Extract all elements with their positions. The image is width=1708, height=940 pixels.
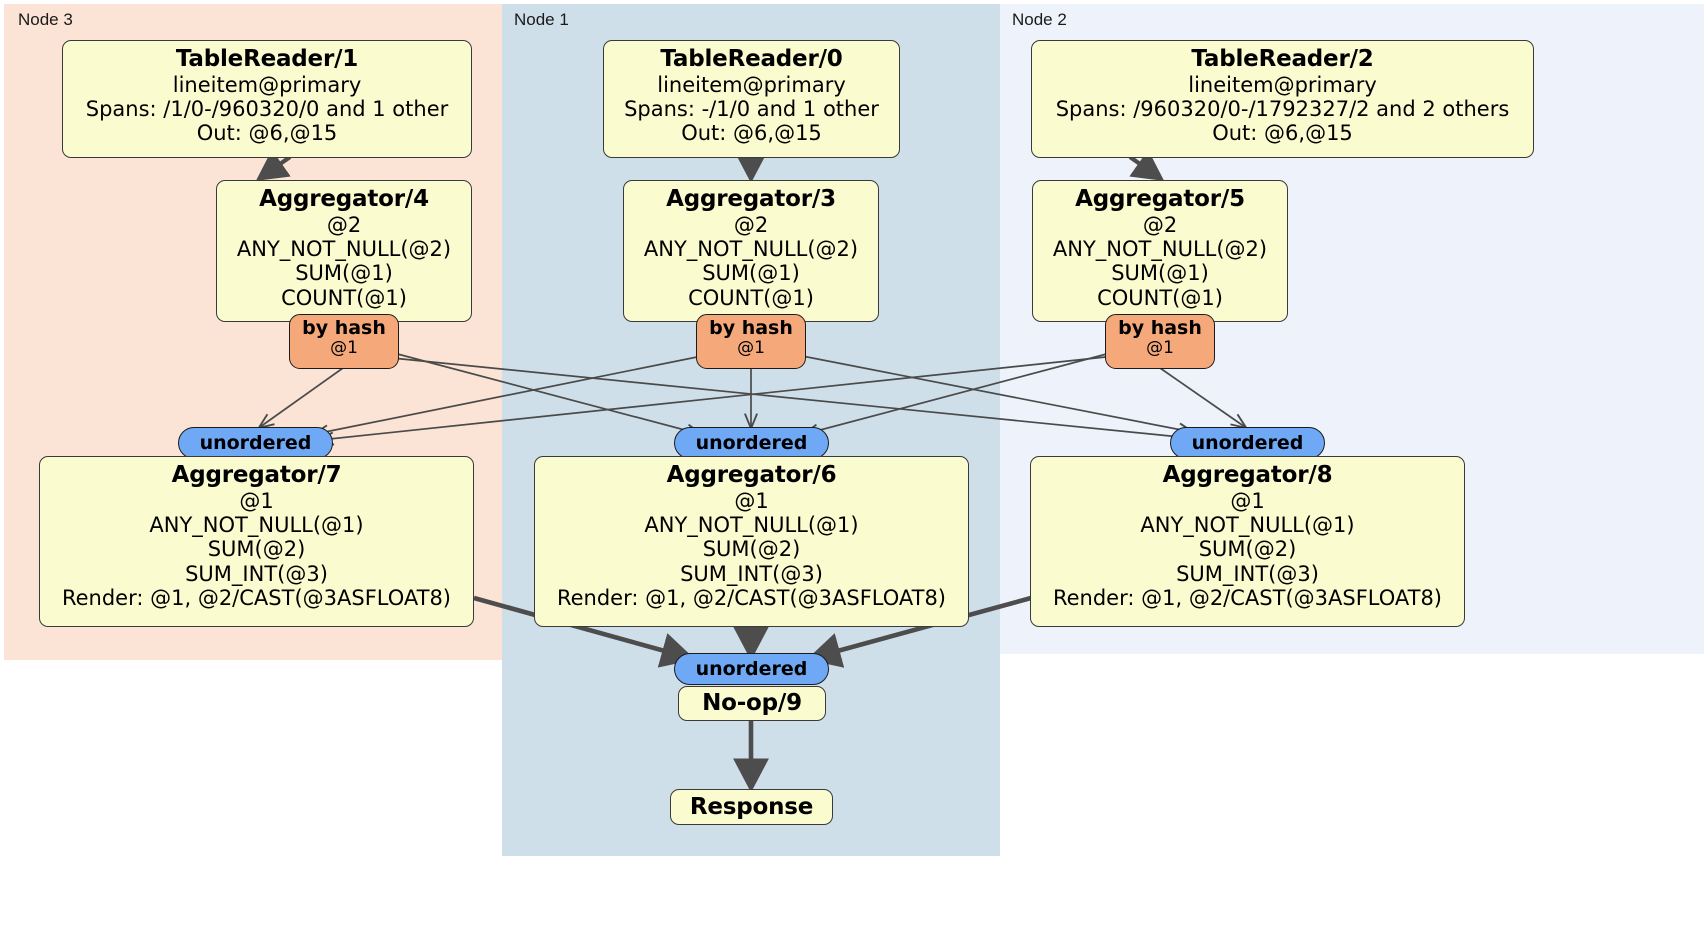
processor-line: SUM_INT(@3): [680, 561, 823, 586]
processor-title: Aggregator/5: [1075, 186, 1245, 212]
processor-response[interactable]: Response: [670, 789, 833, 825]
edge-hash5-un8: [1159, 367, 1249, 430]
router-label: by hash: [709, 317, 793, 339]
edge-tr2-agg5: [1128, 149, 1165, 181]
processor-line: Out: @6,@15: [196, 121, 338, 146]
router-sublabel: @1: [737, 337, 765, 358]
processor-line: ANY_NOT_NULL(@2): [643, 237, 859, 262]
processor-title: Aggregator/6: [666, 462, 837, 488]
processor-line: COUNT(@1): [281, 285, 407, 310]
processor-line: SUM_INT(@3): [1176, 561, 1319, 586]
router-sublabel: @1: [1146, 337, 1174, 358]
processor-line: COUNT(@1): [1097, 285, 1223, 310]
router-label: by hash: [1118, 317, 1202, 339]
processor-line: SUM(@2): [207, 537, 306, 562]
processor-line: @1: [734, 488, 769, 513]
processor-line: @2: [1142, 212, 1178, 237]
processor-line: SUM(@1): [702, 261, 800, 286]
processor-no-op-9[interactable]: No-op/9: [678, 686, 826, 721]
processor-tablereader-1[interactable]: TableReader/1 lineitem@primary Spans: /1…: [62, 40, 472, 158]
node-label-node3: Node 3: [18, 10, 73, 29]
router-label: by hash: [302, 317, 386, 339]
processor-line: ANY_NOT_NULL(@2): [236, 237, 452, 262]
processor-title: Aggregator/7: [171, 462, 342, 488]
processor-line: SUM(@1): [295, 261, 393, 286]
edge-agg8-un9: [806, 595, 1032, 668]
processor-title: Aggregator/3: [666, 186, 836, 212]
edge-hash4-un6: [389, 351, 704, 438]
processor-line: @1: [239, 488, 274, 513]
edge-hash4-un8: [391, 357, 1194, 444]
processor-tablereader-2[interactable]: TableReader/2 lineitem@primary Spans: /9…: [1031, 40, 1534, 158]
router-by-hash-3[interactable]: by hash @1: [696, 314, 806, 369]
processor-tablereader-0[interactable]: TableReader/0 lineitem@primary Spans: -/…: [603, 40, 900, 158]
edge-tr1-agg4: [255, 149, 292, 181]
processor-title: Response: [689, 793, 814, 820]
processor-line: ANY_NOT_NULL(@2): [1052, 237, 1268, 262]
processor-aggregator-7[interactable]: Aggregator/7 @1 ANY_NOT_NULL(@1) SUM(@2)…: [39, 456, 474, 627]
router-unordered-9[interactable]: unordered: [674, 653, 829, 685]
processor-title: TableReader/0: [660, 46, 843, 72]
processor-aggregator-5[interactable]: Aggregator/5 @2 ANY_NOT_NULL(@2) SUM(@1)…: [1032, 180, 1288, 322]
router-label: unordered: [695, 432, 808, 454]
router-sublabel: @1: [330, 337, 358, 358]
edge-hash5-un7: [316, 355, 1116, 446]
node-label-node2: Node 2: [1012, 10, 1067, 29]
router-unordered-7[interactable]: unordered: [178, 427, 333, 459]
processor-line: SUM_INT(@3): [185, 561, 328, 586]
router-unordered-6[interactable]: unordered: [674, 427, 829, 459]
processor-line: lineitem@primary: [1188, 72, 1377, 97]
edge-agg7-un9: [473, 595, 696, 668]
processor-line: @2: [733, 212, 769, 237]
processor-title: Aggregator/4: [259, 186, 429, 212]
router-by-hash-5[interactable]: by hash @1: [1105, 314, 1215, 369]
router-label: unordered: [695, 658, 808, 680]
node-label-node1: Node 1: [514, 10, 569, 29]
processor-aggregator-3[interactable]: Aggregator/3 @2 ANY_NOT_NULL(@2) SUM(@1)…: [623, 180, 879, 322]
processor-line: Render: @1, @2/CAST(@3ASFLOAT8): [556, 586, 947, 611]
processor-line: Spans: /1/0-/960320/0 and 1 other: [85, 97, 449, 122]
processor-line: ANY_NOT_NULL(@1): [644, 513, 859, 538]
processor-line: Spans: /960320/0-/1792327/2 and 2 others: [1055, 97, 1510, 122]
edge-hash3-un7: [311, 354, 708, 439]
processor-line: Out: @6,@15: [1212, 121, 1353, 146]
processor-line: lineitem@primary: [172, 72, 362, 97]
processor-line: @2: [326, 212, 362, 237]
router-unordered-8[interactable]: unordered: [1170, 427, 1325, 459]
processor-title: No-op/9: [702, 690, 802, 717]
processor-line: COUNT(@1): [688, 285, 814, 310]
processor-aggregator-6[interactable]: Aggregator/6 @1 ANY_NOT_NULL(@1) SUM(@2)…: [534, 456, 969, 627]
processor-line: SUM(@1): [1111, 261, 1209, 286]
processor-line: Out: @6,@15: [681, 121, 822, 146]
processor-line: Render: @1, @2/CAST(@3ASFLOAT8): [61, 586, 452, 611]
processor-aggregator-8[interactable]: Aggregator/8 @1 ANY_NOT_NULL(@1) SUM(@2)…: [1030, 456, 1465, 627]
processor-line: Render: @1, @2/CAST(@3ASFLOAT8): [1052, 586, 1443, 611]
processor-line: @1: [1230, 488, 1265, 513]
edge-hash4-un7: [256, 367, 344, 430]
processor-line: Spans: -/1/0 and 1 other: [624, 97, 879, 122]
router-label: unordered: [1191, 432, 1304, 454]
processor-line: lineitem@primary: [657, 72, 846, 97]
edge-hash5-un6: [801, 351, 1115, 438]
edge-hash3-un8: [796, 354, 1196, 437]
processor-line: SUM(@2): [1198, 537, 1297, 562]
processor-line: SUM(@2): [702, 537, 801, 562]
processor-title: TableReader/1: [175, 46, 359, 72]
router-by-hash-4[interactable]: by hash @1: [289, 314, 399, 369]
processor-line: ANY_NOT_NULL(@1): [1140, 513, 1355, 538]
router-label: unordered: [199, 432, 312, 454]
processor-aggregator-4[interactable]: Aggregator/4 @2 ANY_NOT_NULL(@2) SUM(@1)…: [216, 180, 472, 322]
processor-title: TableReader/2: [1191, 46, 1374, 72]
processor-title: Aggregator/8: [1162, 462, 1333, 488]
processor-line: ANY_NOT_NULL(@1): [149, 513, 364, 538]
